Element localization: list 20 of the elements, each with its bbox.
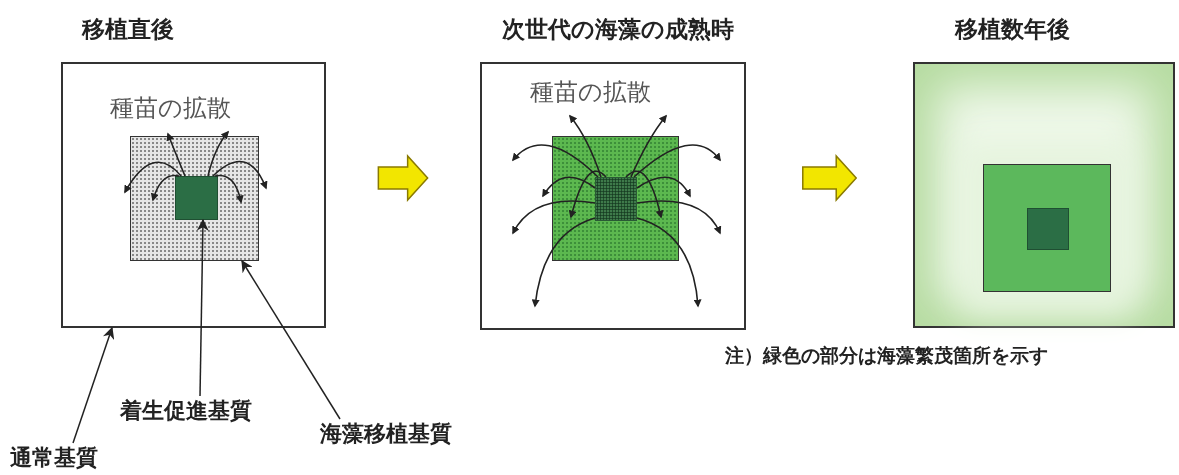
transplant-substrate-box xyxy=(130,136,259,261)
substrate-label: 海藻移植基質 xyxy=(320,419,452,449)
panel-heading: 移植数年後 xyxy=(955,15,1070,44)
dispersal-caption: 種苗の拡散 xyxy=(530,77,651,108)
leader-line xyxy=(196,218,209,397)
dispersal-caption: 種苗の拡散 xyxy=(110,93,231,124)
seaweed-area-box xyxy=(552,136,679,261)
settlement-substrate-box xyxy=(1027,208,1069,250)
block-arrow xyxy=(377,154,429,202)
seaweed-area-box xyxy=(983,164,1111,292)
note-text: 注）緑色の部分は海藻繁茂箇所を示す xyxy=(725,343,1048,368)
block-arrow xyxy=(802,154,858,202)
settlement-substrate-box xyxy=(595,177,637,221)
settlement-substrate-box xyxy=(175,176,218,220)
panel-heading: 次世代の海藻の成熟時 xyxy=(502,15,734,44)
panel-heading: 移植直後 xyxy=(82,15,174,44)
leader-line xyxy=(241,260,341,420)
leader-line xyxy=(72,326,115,444)
substrate-label: 着生促進基質 xyxy=(120,396,252,426)
substrate-label: 通常基質 xyxy=(10,443,98,473)
